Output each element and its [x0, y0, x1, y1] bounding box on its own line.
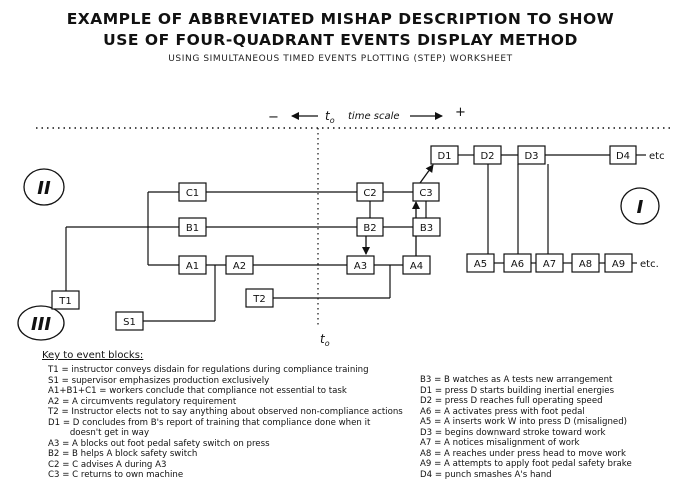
key-left-column: T1 = instructor conveys disdain for regu…	[48, 365, 403, 481]
event-a5: A5	[466, 253, 495, 273]
event-t1-label: T1	[58, 296, 71, 307]
key-entry: A2 = A circumvents regulatory requiremen…	[48, 396, 237, 407]
event-b1: B1	[178, 217, 207, 237]
time-scale-label: time scale	[348, 111, 400, 122]
event-d2: D2	[473, 145, 502, 165]
key-entry: B2 = B helps A block safety switch	[48, 449, 198, 460]
event-b2: B2	[356, 217, 384, 237]
event-a3: A3	[346, 255, 375, 275]
event-a2-label: A2	[233, 261, 246, 272]
event-a4: A4	[402, 255, 431, 275]
event-b2-label: B2	[363, 223, 376, 234]
key-entry: A6 = A activates press with foot pedal	[420, 406, 585, 417]
key-entry: T1 = instructor conveys disdain for regu…	[48, 365, 369, 375]
key-entry: D3 = begins downward stroke toward work	[420, 427, 606, 438]
event-b3-label: B3	[420, 223, 433, 234]
key-entry: doesn't get in way	[48, 428, 150, 439]
event-t2: T2	[245, 288, 274, 308]
event-t2-label: T2	[252, 294, 265, 305]
event-a6: A6	[503, 253, 532, 273]
key-entry: B3 = B watches as A tests new arrangemen…	[420, 375, 613, 385]
event-c3: C3	[412, 182, 440, 202]
key-title: Key to event blocks:	[42, 350, 144, 361]
key-entry: C2 = C advises A during A3	[48, 459, 167, 470]
event-a7: A7	[535, 253, 564, 273]
event-c2-label: C2	[363, 188, 376, 199]
key-entry: A1+B1+C1 = workers conclude that complia…	[48, 386, 347, 397]
event-d1-label: D1	[437, 151, 451, 162]
event-a1-label: A1	[186, 261, 199, 272]
key-entry: D2 = press D reaches full operating spee…	[420, 396, 603, 407]
time-plus-sign: +	[455, 105, 466, 120]
event-a6-label: A6	[511, 259, 524, 270]
t0-bottom-label: to	[320, 332, 330, 348]
event-a9-label: A9	[612, 259, 625, 270]
event-d2-label: D2	[480, 151, 494, 162]
event-c3-label: C3	[419, 188, 432, 199]
key-right-column: B3 = B watches as A tests new arrangemen…	[420, 375, 632, 480]
event-c1-label: C1	[186, 188, 199, 199]
etc-bottom-label: etc.	[640, 259, 659, 270]
key-entry: A9 = A attempts to apply foot pedal safe…	[420, 459, 632, 470]
etc-top-label: etc	[649, 151, 665, 162]
quadrant-II-label: II	[37, 178, 51, 199]
key-entry: S1 = supervisor emphasizes production ex…	[48, 375, 270, 386]
key-entry: D1 = press D starts building inertial en…	[420, 385, 615, 396]
connector-lines	[65, 154, 646, 322]
event-d3: D3	[517, 145, 546, 165]
event-a8: A8	[571, 253, 600, 273]
time-minus-sign: −	[268, 110, 279, 125]
event-a3-label: A3	[354, 261, 367, 272]
event-c2: C2	[356, 182, 384, 202]
arrow-c3-d1	[419, 164, 434, 184]
event-a9: A9	[604, 253, 633, 273]
key-entry: A8 = A reaches under press head to move …	[420, 448, 626, 459]
title-line-1: EXAMPLE OF ABBREVIATED MISHAP DESCRIPTIO…	[66, 10, 615, 28]
event-a7-label: A7	[543, 259, 556, 270]
key-entry: C3 = C returns to own machine	[48, 470, 184, 481]
key-entry: A3 = A blocks out foot pedal safety swit…	[48, 438, 270, 449]
event-c1: C1	[178, 182, 207, 202]
event-s1-label: S1	[123, 317, 136, 328]
event-b1-label: B1	[186, 223, 199, 234]
event-b3: B3	[412, 217, 441, 237]
event-t1: T1	[51, 290, 80, 310]
event-a8-label: A8	[579, 259, 592, 270]
subtitle: USING SIMULTANEOUS TIMED EVENTS PLOTTING…	[168, 54, 513, 64]
event-d1: D1	[430, 145, 459, 165]
key-entry: A7 = A notices misalignment of work	[420, 438, 580, 449]
key-entry: D4 = punch smashes A's hand	[420, 469, 552, 480]
quadrant-II-circle	[23, 168, 65, 206]
quadrant-III-circle	[17, 305, 65, 341]
quadrant-I-circle	[620, 187, 660, 225]
event-a4-label: A4	[410, 261, 423, 272]
event-d4: D4	[609, 145, 637, 165]
event-s1: S1	[115, 311, 144, 331]
title-line-2: USE OF FOUR-QUADRANT EVENTS DISPLAY METH…	[103, 31, 578, 49]
event-d3-label: D3	[524, 151, 538, 162]
key-entry: T2 = Instructor elects not to say anythi…	[48, 407, 403, 418]
quadrant-I-label: I	[637, 197, 644, 218]
key-entry: D1 = D concludes from B's report of trai…	[48, 417, 371, 428]
quadrant-III-label: III	[31, 314, 51, 335]
events-diagram: − to time scale + to II I III	[17, 105, 670, 348]
event-a2: A2	[225, 255, 254, 275]
t0-top-label: to	[325, 109, 335, 125]
event-d4-label: D4	[616, 151, 630, 162]
event-a1: A1	[178, 255, 207, 275]
key-entry: A5 = A inserts work W into press D (misa…	[420, 417, 628, 428]
event-a5-label: A5	[474, 259, 487, 270]
